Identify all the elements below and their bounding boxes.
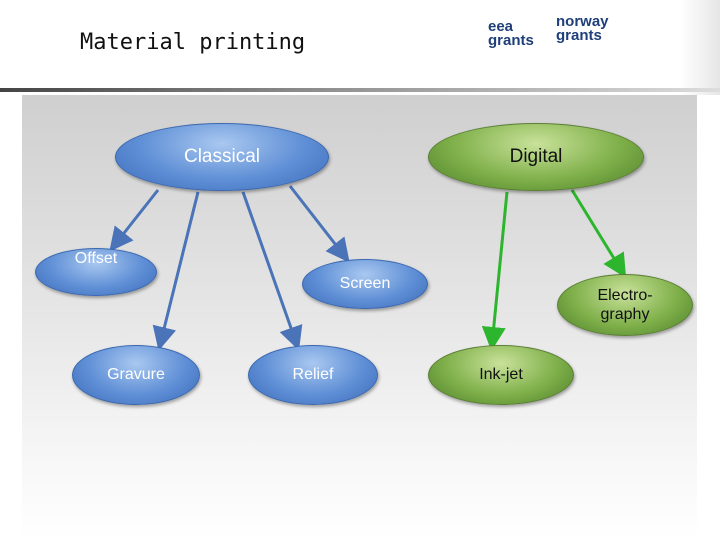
- node-classical: Classical: [115, 123, 329, 191]
- norway-logo-word-2: grants: [556, 27, 602, 45]
- node-inkjet: Ink-jet: [428, 345, 574, 405]
- eea-logo-word-1: eea: [488, 18, 514, 35]
- edge-classical-offset: [109, 189, 160, 252]
- edge-digital-electrography: [570, 189, 627, 279]
- edge-classical-relief: [241, 191, 303, 351]
- node-offset: Offset: [35, 248, 157, 296]
- edge-digital-inkjet: [481, 191, 509, 351]
- node-screen: Screen: [302, 259, 428, 309]
- norway-logo-word-1: norway: [556, 13, 609, 30]
- edge-classical-screen: [288, 185, 350, 263]
- header-rule: [0, 88, 720, 92]
- node-gravure: Gravure: [72, 345, 200, 405]
- eea-grants-logo: eea grants: [488, 18, 534, 50]
- node-digital: Digital: [428, 123, 644, 191]
- node-electrography: Electro- graphy: [557, 274, 693, 336]
- page-title: Material printing: [80, 30, 306, 55]
- node-relief: Relief: [248, 345, 378, 405]
- eea-logo-word-2: grants: [488, 32, 534, 50]
- norway-grants-logo: norway grants: [556, 13, 609, 45]
- edge-classical-gravure: [152, 191, 200, 351]
- header-fade: [680, 0, 720, 95]
